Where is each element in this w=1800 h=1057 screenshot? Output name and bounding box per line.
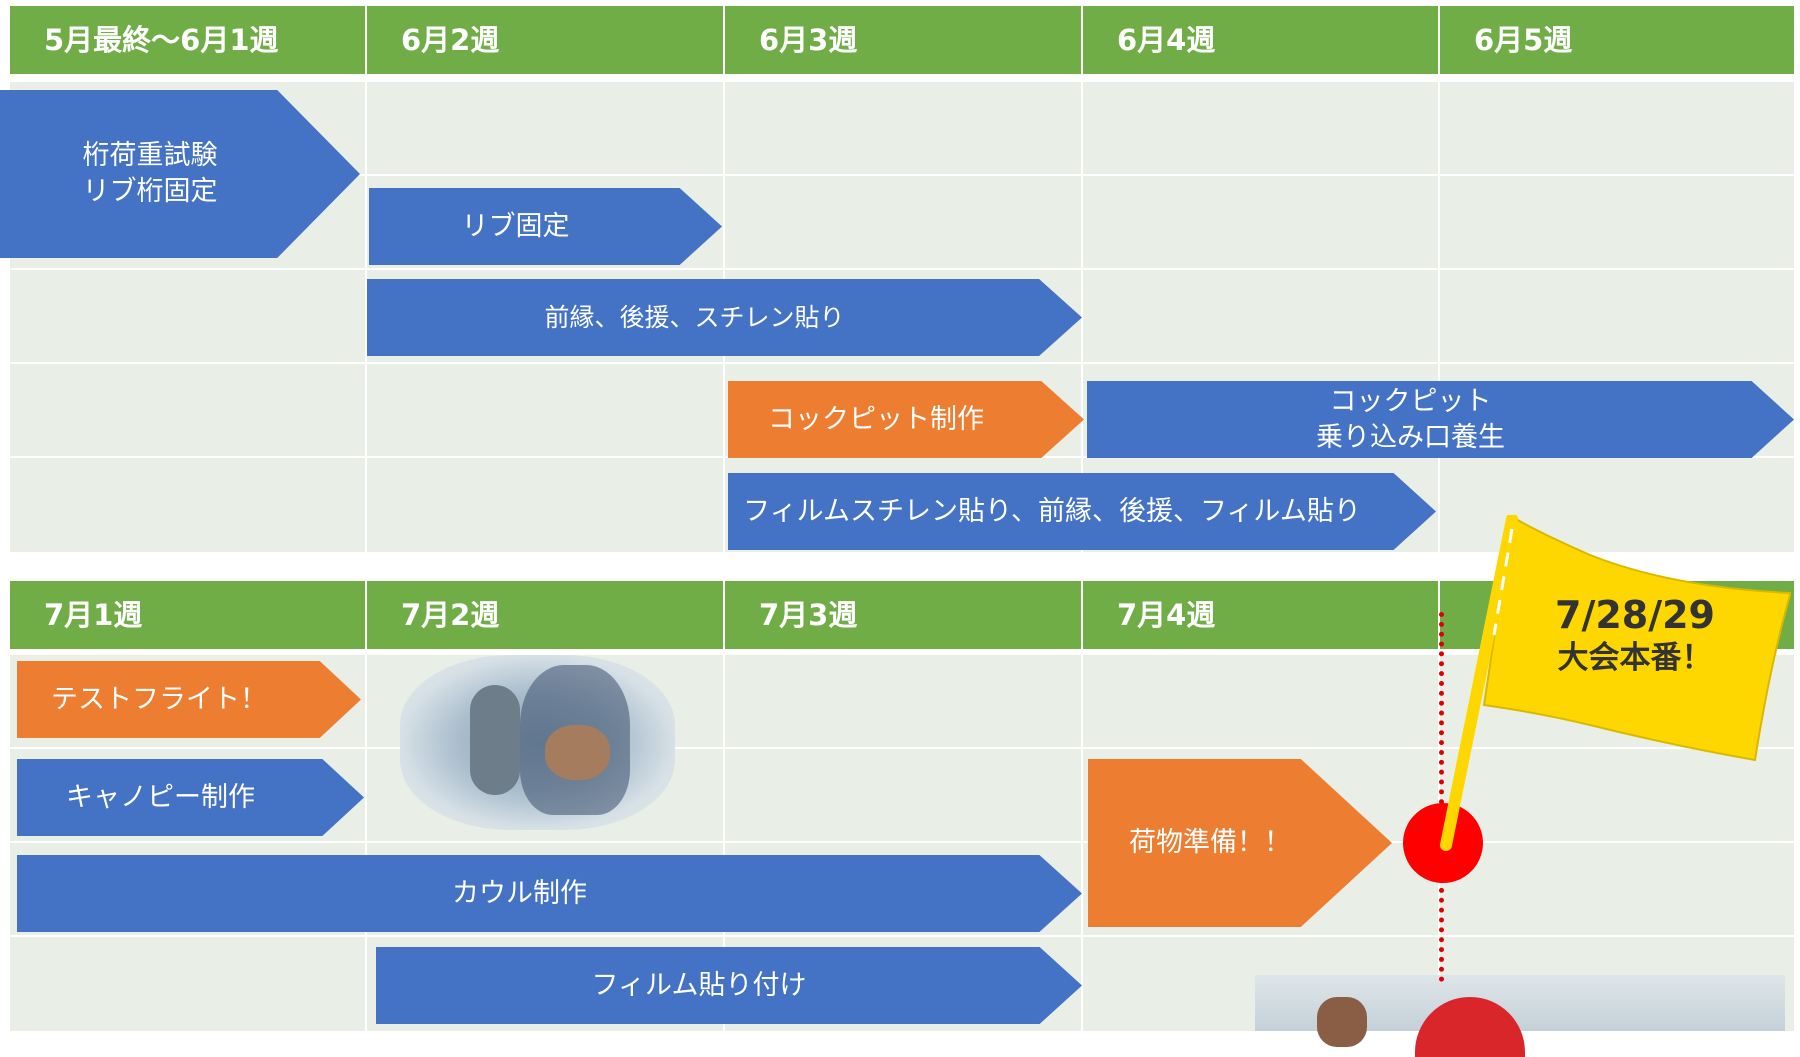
event-dotted-line — [1439, 612, 1444, 982]
task-cowl-build[interactable]: カウル制作 — [17, 855, 1082, 932]
grid-cell — [10, 270, 365, 362]
grid-cell — [1083, 176, 1438, 268]
grid-cell — [725, 82, 1081, 174]
event-title: 大会本番！ — [1557, 640, 1713, 676]
header-week-3: 6月3週 — [725, 6, 1081, 74]
header-week-2: 6月2週 — [367, 6, 723, 74]
task-luggage-prep[interactable]: 荷物準備！！ — [1088, 759, 1392, 927]
header-week-july-2: 7月2週 — [367, 581, 723, 649]
task-film-attach[interactable]: フィルム貼り付け — [376, 947, 1082, 1024]
task-test-flight[interactable]: テストフライト！ — [17, 661, 361, 738]
event-flag-label: 7/28/29 大会本番！ — [1505, 592, 1765, 678]
grid-cell — [1083, 270, 1438, 362]
task-leading-edge-styrene[interactable]: 前縁、後援、スチレン貼り — [367, 279, 1082, 356]
task-rib-fixing[interactable]: リブ固定 — [369, 188, 722, 265]
grid-cell — [1083, 82, 1438, 174]
canopy-photo — [400, 655, 675, 830]
event-date: 7/28/29 — [1555, 593, 1715, 637]
event-flag-icon — [1440, 515, 1791, 851]
header-week-july-1: 7月1週 — [10, 581, 365, 649]
grid-cell — [1440, 270, 1794, 362]
grid-cell — [1440, 458, 1794, 552]
team-photo — [1255, 975, 1785, 1057]
grid-cell — [10, 937, 365, 1031]
task-cockpit-entry-protection[interactable]: コックピット 乗り込み口養生 — [1087, 381, 1794, 458]
grid-cell — [1083, 655, 1438, 747]
grid-cell — [725, 655, 1081, 747]
header-week-july-3: 7月3週 — [725, 581, 1081, 649]
header-week-1: 5月最終〜6月1週 — [10, 6, 365, 74]
grid-cell — [10, 364, 365, 456]
grid-cell — [725, 749, 1081, 841]
grid-cell — [1440, 749, 1794, 841]
grid-cell — [1440, 843, 1794, 935]
grid-cell — [367, 458, 723, 552]
task-canopy-build[interactable]: キャノピー制作 — [17, 759, 364, 836]
grid-cell — [367, 364, 723, 456]
task-beam-load-test[interactable]: 桁荷重試験 リブ桁固定 — [0, 90, 360, 258]
header-week-4: 6月4週 — [1083, 6, 1438, 74]
grid-cell — [367, 82, 723, 174]
header-week-july-4: 7月4週 — [1083, 581, 1438, 649]
grid-cell — [725, 176, 1081, 268]
grid-cell — [1440, 82, 1794, 174]
header-week-5: 6月5週 — [1440, 6, 1794, 74]
task-cockpit-build[interactable]: コックピット制作 — [728, 381, 1084, 458]
task-film-styrene-leading-edge[interactable]: フィルムスチレン貼り、前縁、後援、フィルム貼り — [728, 473, 1436, 550]
grid-cell — [1440, 176, 1794, 268]
grid-cell — [10, 458, 365, 552]
